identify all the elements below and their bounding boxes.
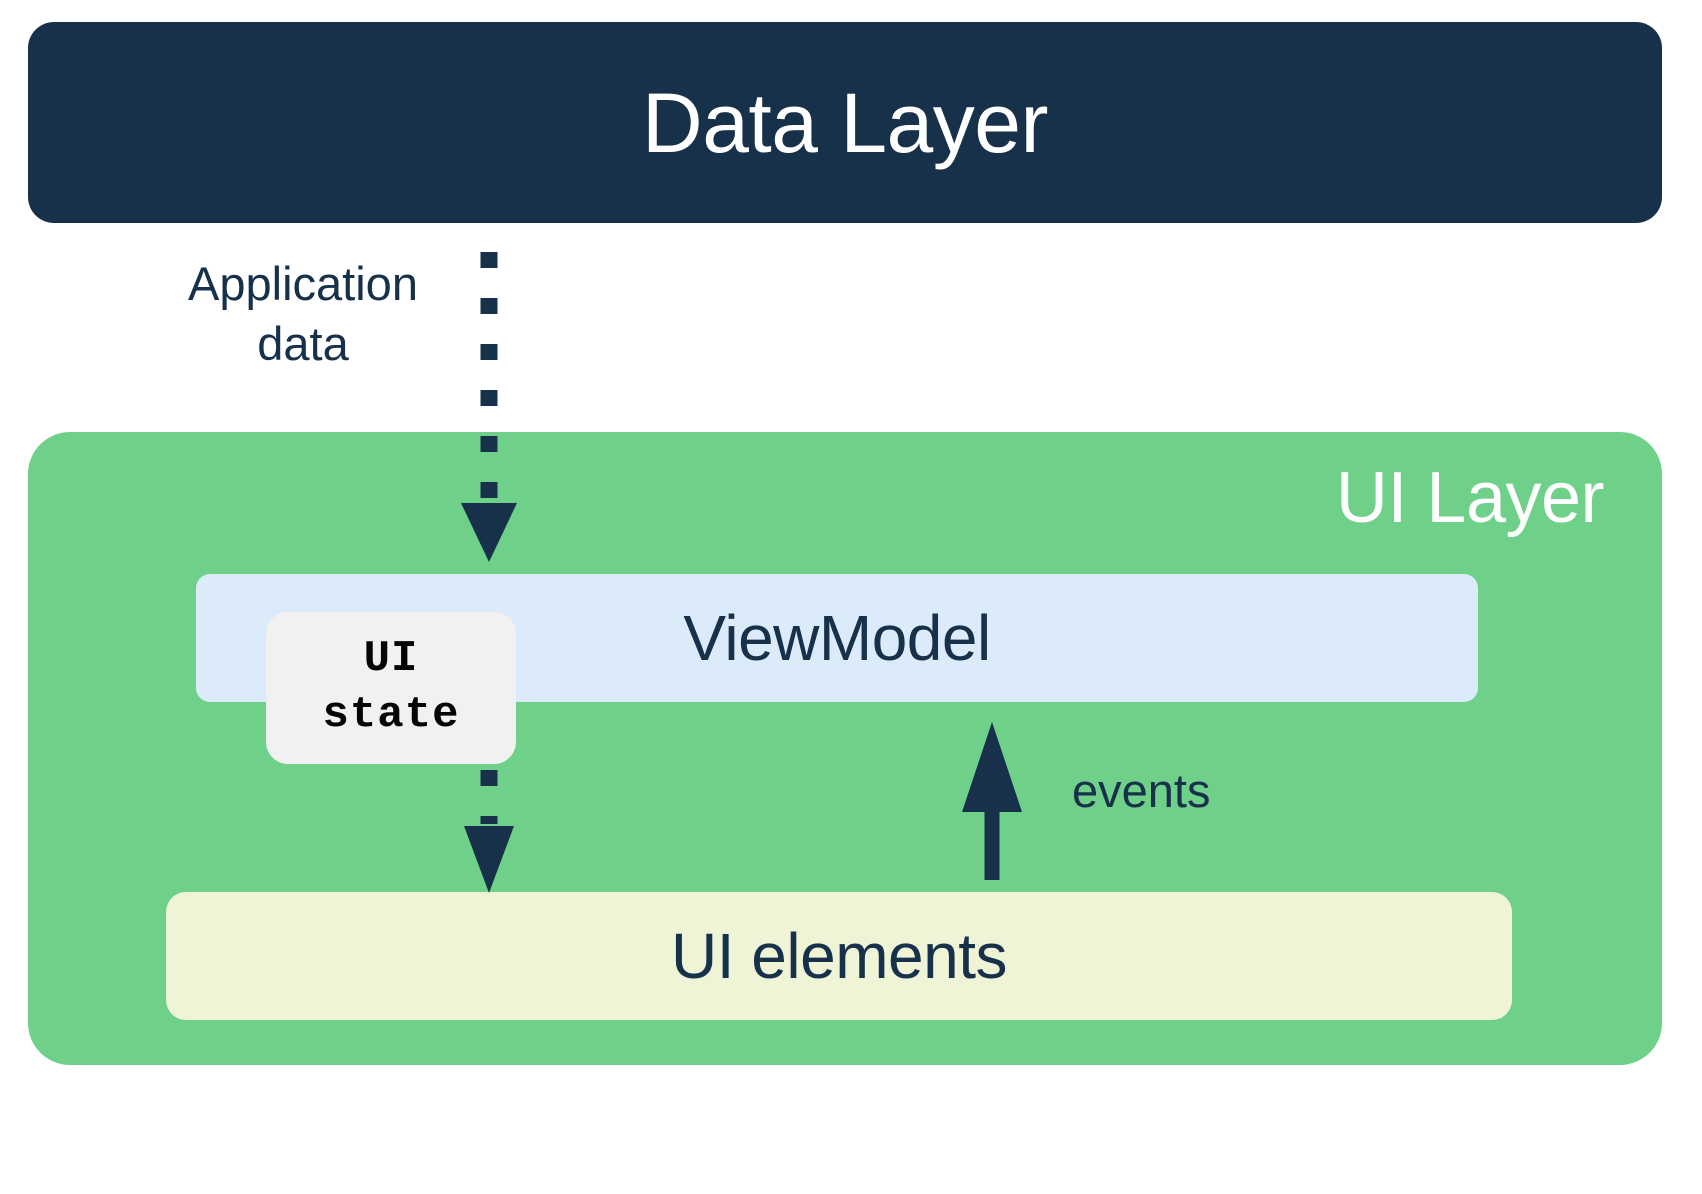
- ui-state-chip: UI state: [266, 612, 516, 764]
- viewmodel-label: ViewModel: [683, 602, 991, 674]
- ui-layer-title: UI Layer: [1335, 458, 1605, 538]
- data-layer-title: Data Layer: [642, 75, 1048, 170]
- data-layer-block: Data Layer: [28, 22, 1662, 223]
- application-data-label-line1: Application: [188, 257, 418, 310]
- ui-elements-label: UI elements: [671, 920, 1007, 992]
- ui-state-line-1: UI: [363, 634, 419, 685]
- application-data-label-line2: data: [257, 317, 349, 371]
- ui-elements-block: UI elements: [166, 892, 1512, 1020]
- events-label: events: [1072, 764, 1211, 817]
- ui-state-line-2: state: [322, 690, 460, 740]
- application-data-label: Application data: [150, 254, 456, 374]
